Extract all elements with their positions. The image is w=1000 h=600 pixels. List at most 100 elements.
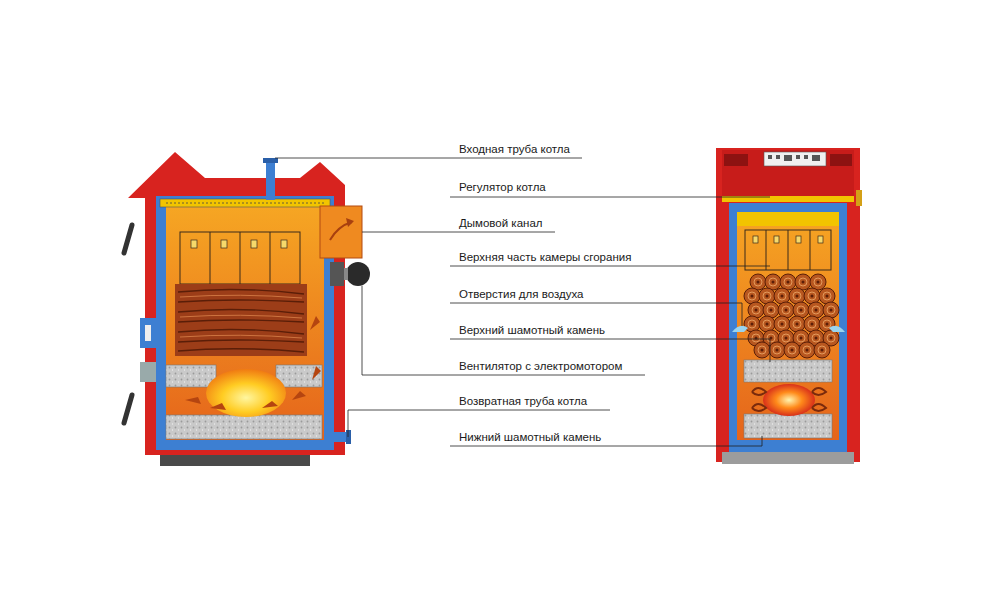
left-boiler-shape-shape xyxy=(191,240,197,248)
right-boiler-shape xyxy=(729,203,847,453)
left-boiler-shape-shape xyxy=(180,335,302,338)
left-boiler-shape xyxy=(140,362,156,382)
wood-log-shape xyxy=(797,334,805,342)
left-boiler-shape-shape xyxy=(310,316,320,330)
left-boiler-shape xyxy=(263,158,278,163)
right-boiler-shape-shape xyxy=(768,155,772,159)
right-boiler-shape xyxy=(856,190,862,206)
wood-log-shape xyxy=(759,288,775,304)
wood-log-shape xyxy=(778,302,794,318)
wood-log xyxy=(804,288,820,304)
right-boiler-shape-shape xyxy=(788,230,789,270)
wood-log-shape xyxy=(758,346,766,354)
left-boiler-shape xyxy=(166,206,324,440)
left-boiler-shape-shape xyxy=(178,289,304,294)
part-label: Возвратная труба котла xyxy=(457,394,589,408)
part-label: Нижний шамотный камень xyxy=(457,430,603,444)
wood-log xyxy=(789,316,805,332)
wood-log xyxy=(748,302,764,318)
wood-log xyxy=(799,342,815,358)
left-boiler-shape xyxy=(346,430,351,444)
right-boiler-shape-shape xyxy=(752,404,766,411)
wood-log-shape xyxy=(776,349,779,352)
wood-log xyxy=(778,302,794,318)
wood-log-shape xyxy=(759,316,775,332)
left-boiler-shape xyxy=(166,365,216,387)
wood-log-shape xyxy=(752,334,760,342)
wood-log xyxy=(759,288,775,304)
wood-log-shape xyxy=(772,281,775,284)
left-boiler-shape xyxy=(166,203,324,204)
wood-log-shape xyxy=(751,295,754,298)
part-label: Регулятор котла xyxy=(457,180,548,194)
wood-log-shape xyxy=(815,309,818,312)
left-boiler-shape xyxy=(128,152,345,455)
wood-log-shape xyxy=(821,349,824,352)
part-label: Вентилятор с электромотором xyxy=(457,359,624,373)
part-label: Верхняя часть камеры сгорания xyxy=(457,250,633,264)
leader-lines-shape xyxy=(362,286,645,375)
wood-log-shape xyxy=(793,292,801,300)
wood-log-shape xyxy=(802,281,805,284)
left-boiler-shape-shape xyxy=(270,232,271,284)
wood-log-shape xyxy=(815,337,818,340)
right-boiler-shape-shape xyxy=(766,230,767,270)
right-boiler xyxy=(716,148,862,464)
right-boiler-shape-shape xyxy=(796,236,801,243)
wood-log-shape xyxy=(754,278,762,286)
right-boiler-shape xyxy=(716,148,860,462)
left-boiler-shape-shape xyxy=(178,309,304,314)
wood-log xyxy=(823,302,839,318)
leader-lines-shape xyxy=(275,158,582,159)
wood-log-shape xyxy=(827,306,835,314)
wood-log-shape xyxy=(763,320,771,328)
right-boiler-shape-shape xyxy=(812,388,826,395)
wood-log-shape xyxy=(752,306,760,314)
wood-log-shape xyxy=(778,292,786,300)
left-boiler-shape-shape xyxy=(178,329,304,334)
wood-log xyxy=(793,302,809,318)
wood-log-shape xyxy=(817,281,820,284)
wood-log-shape xyxy=(769,342,785,358)
wood-log-shape xyxy=(826,323,829,326)
wood-log-shape xyxy=(789,288,805,304)
left-boiler-shape-shape xyxy=(185,397,201,404)
wood-log-shape xyxy=(811,323,814,326)
wood-log xyxy=(744,288,760,304)
left-boiler-shape xyxy=(346,262,370,286)
right-boiler-shape-shape xyxy=(810,230,811,270)
left-boiler-shape xyxy=(276,365,322,387)
wood-log-shape xyxy=(782,334,790,342)
wood-log-shape xyxy=(748,292,756,300)
wood-log-shape xyxy=(785,309,788,312)
leader-lines-shape xyxy=(450,266,770,267)
wood-log xyxy=(774,316,790,332)
left-boiler xyxy=(124,152,370,466)
wood-log-shape xyxy=(781,323,784,326)
wood-log-shape xyxy=(806,349,809,352)
wood-log-shape xyxy=(767,306,775,314)
right-boiler-shape-shape xyxy=(753,236,758,243)
part-label: Верхний шамотный камень xyxy=(457,323,607,337)
left-boiler-shape-shape xyxy=(178,300,304,302)
right-boiler-shape xyxy=(722,452,854,464)
wood-log-shape xyxy=(788,346,796,354)
wood-log-shape xyxy=(785,337,788,340)
wood-log-shape xyxy=(803,346,811,354)
wood-log-shape xyxy=(751,323,754,326)
wood-log-shape xyxy=(744,316,760,332)
right-boiler-shape xyxy=(722,150,854,196)
left-boiler-shape xyxy=(180,295,302,338)
wood-log-shape xyxy=(766,295,769,298)
left-boiler-shape xyxy=(124,225,132,253)
wood-log-shape xyxy=(799,278,807,286)
part-label: Отверстия для воздуха xyxy=(457,287,585,301)
wood-log xyxy=(804,316,820,332)
right-boiler-shape xyxy=(745,230,831,270)
wood-log xyxy=(774,288,790,304)
wood-log-shape xyxy=(755,309,758,312)
wood-log xyxy=(744,316,760,332)
leader-lines xyxy=(275,158,770,446)
